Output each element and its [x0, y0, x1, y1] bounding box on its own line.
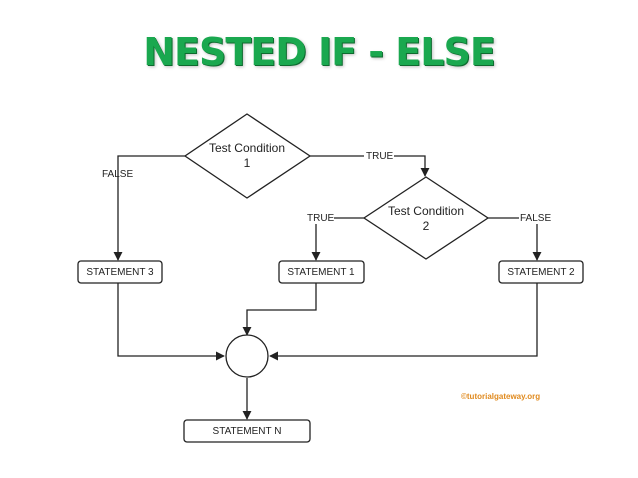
statement-3-label: STATEMENT 3	[86, 267, 154, 278]
page-title: NESTED IF - ELSE	[143, 30, 496, 74]
decision-2-label: Test Condition	[388, 204, 464, 218]
statement-2-box: STATEMENT 2	[498, 260, 584, 284]
statement-2-label: STATEMENT 2	[507, 267, 575, 278]
edge-s3-merge	[117, 283, 225, 361]
decision-1-label: Test Condition	[209, 141, 285, 155]
statement-1-label: STATEMENT 1	[287, 267, 355, 278]
edge-c1-false	[113, 155, 185, 261]
watermark: ©tutorialgateway.org	[461, 392, 540, 401]
edge-s2-merge	[269, 283, 538, 361]
statement-1-box: STATEMENT 1	[278, 260, 365, 284]
edge-label-c2-false: FALSE	[520, 213, 551, 224]
edge-label-c1-true: TRUE	[366, 151, 394, 162]
edge-c2-false	[488, 217, 542, 261]
decision-test-condition-1: Test Condition 1	[183, 113, 312, 199]
decision-1-number: 1	[244, 156, 251, 170]
merge-node	[225, 334, 269, 378]
edge-label-c2-true: TRUE	[307, 213, 335, 224]
edge-label-c1-false: FALSE	[102, 169, 133, 180]
decision-test-condition-2: Test Condition 2	[362, 176, 490, 260]
decision-2-number: 2	[423, 219, 430, 233]
edge-s1-merge	[242, 283, 317, 336]
statement-n-label: STATEMENT N	[213, 426, 282, 437]
edge-c1-true	[310, 155, 430, 177]
statement-n-box: STATEMENT N	[183, 419, 311, 443]
statement-3-box: STATEMENT 3	[77, 260, 163, 284]
edges	[113, 155, 542, 420]
edge-c2-true	[311, 217, 364, 261]
